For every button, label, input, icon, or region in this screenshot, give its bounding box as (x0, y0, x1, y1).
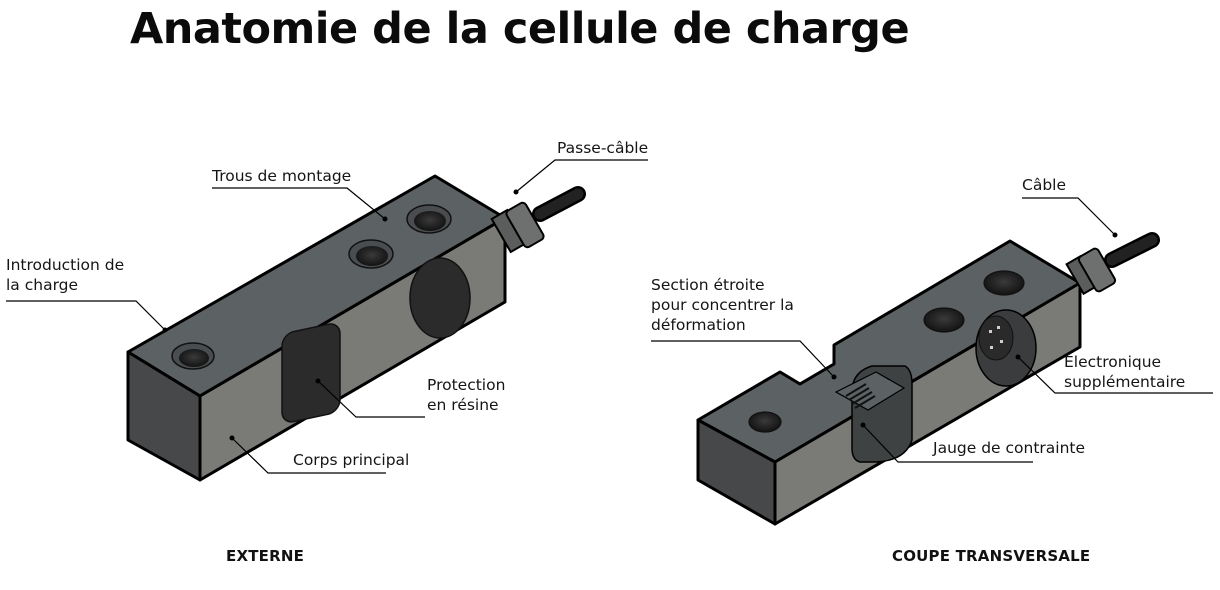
label-cable-gland: Passe-câble (557, 139, 649, 157)
label-narrow-section-line1: Section étroite (651, 276, 765, 294)
external-load-cell (126, 174, 586, 482)
strain-gauge-plate (834, 371, 906, 411)
section-load-cell (696, 232, 1160, 526)
label-load-introduction-line1: Introduction de (6, 256, 125, 274)
mounting-hole (748, 411, 782, 433)
label-mounting-holes: Trous de montage (212, 167, 352, 185)
label-resin-protection-line1: Protection (427, 376, 506, 394)
cable-gland (490, 201, 545, 254)
electronics-board (978, 315, 1014, 361)
caption-cross-section: COUPE TRANSVERSALE (892, 547, 1091, 565)
strain-gauge-icon (845, 383, 876, 409)
caption-external: EXTERNE (226, 547, 305, 565)
label-strain-gauge: Jauge de contrainte (933, 439, 1086, 457)
label-cable: Câble (1022, 176, 1067, 194)
mounting-hole (983, 270, 1025, 296)
mounting-hole (923, 307, 965, 333)
resin-protection (281, 323, 341, 423)
leader-dots-section (831, 232, 1118, 428)
side-opening (409, 257, 471, 339)
label-electronics-line1: Électronique (1064, 353, 1162, 371)
label-narrow-section-line2: pour concentrer la (651, 296, 794, 314)
label-narrow-section-line3: déformation (651, 316, 746, 334)
page-title: Anatomie de la cellule de charge (130, 4, 910, 54)
label-resin-protection-line2: en résine (427, 396, 499, 414)
label-electronics-line2: supplémentaire (1064, 373, 1186, 391)
leader-dots-external (162, 189, 519, 441)
leader-lines-section (651, 197, 1213, 463)
label-load-introduction-line2: la charge (6, 276, 79, 294)
label-main-body: Corps principal (293, 451, 410, 469)
leader-lines-external (6, 159, 648, 474)
